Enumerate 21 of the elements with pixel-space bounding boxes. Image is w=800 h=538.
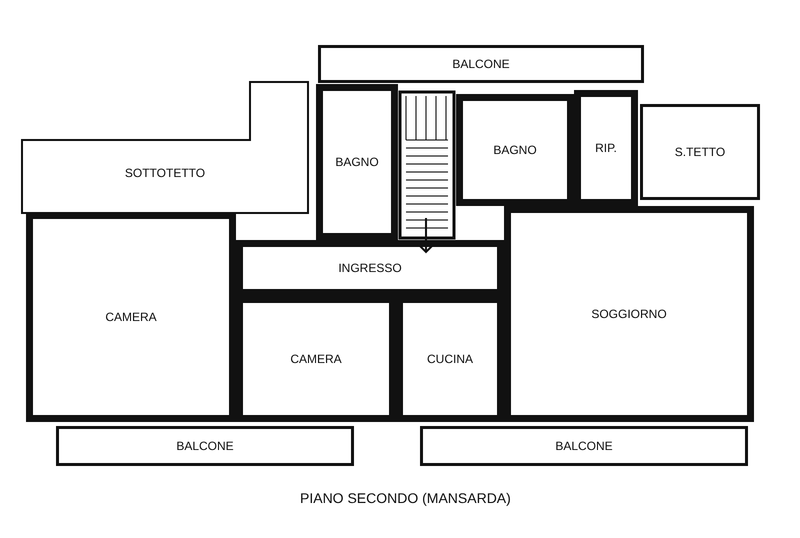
balcony — [56, 426, 354, 466]
room-label: BALCONE — [452, 57, 510, 71]
room-label: INGRESSO — [338, 261, 402, 275]
room-label: BAGNO — [493, 143, 537, 157]
balcony — [420, 426, 748, 466]
room-label: CUCINA — [426, 352, 473, 366]
bedroom — [26, 212, 236, 422]
bathroom — [316, 84, 398, 240]
room-label: CAMERA — [290, 352, 342, 366]
room-label: S.TETTO — [674, 145, 726, 159]
plan-caption: PIANO SECONDO (MANSARDA) — [300, 490, 511, 506]
room-label: BALCONE — [555, 439, 613, 453]
balcony — [318, 45, 644, 83]
room-label: BALCONE — [176, 439, 234, 453]
room-label: RIP. — [595, 141, 617, 155]
attic-room — [20, 80, 310, 215]
room-label: BAGNO — [335, 155, 379, 169]
room-label: SOGGIORNO — [591, 307, 667, 321]
room-label: SOTTOTETTO — [124, 166, 206, 180]
attic-room — [640, 104, 760, 200]
room-label: CAMERA — [105, 310, 157, 324]
